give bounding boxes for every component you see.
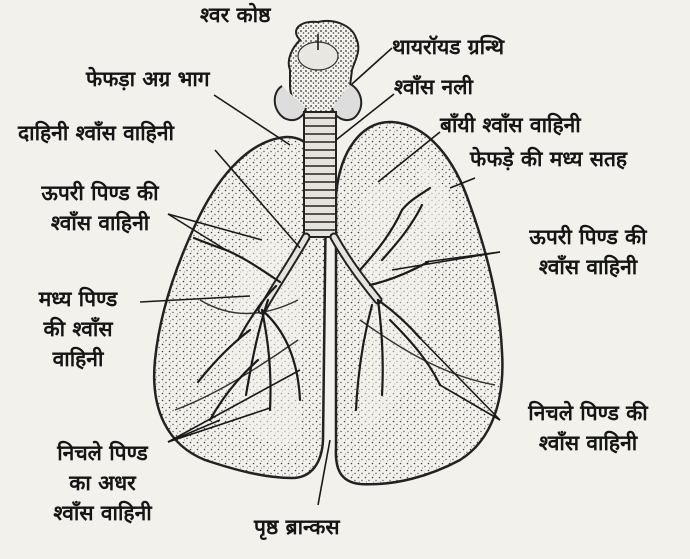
posterior-bronchus-label: पृष्ठ ब्रान्कस	[254, 512, 340, 542]
middle-lobe-bronchus-line-2: की श्वाँस	[8, 314, 148, 344]
middle-lobe-bronchus-label: मध्य पिण्ड की श्वाँस वाहिनी	[8, 284, 148, 374]
thyroid-gland-label: थायरॉयड ग्रन्थि	[392, 32, 504, 62]
right-upper-lobe-bronchus-line-1: ऊपरी पिण्ड की	[10, 178, 190, 208]
right-bronchus-label: दाहिनी श्वाँस वाहिनी	[18, 118, 174, 148]
left-lower-lobe-bronchus-line-1: निचले पिण्ड की	[498, 398, 678, 428]
right-lower-lobe-bronchus-label: निचले पिण्ड का अधर श्वाँस वाहिनी	[20, 438, 185, 528]
left-upper-lobe-bronchus-line-1: ऊपरी पिण्ड की	[498, 222, 678, 252]
left-upper-lobe-bronchus-label: ऊपरी पिण्ड की श्वाँस वाहिनी	[498, 222, 678, 282]
middle-lobe-bronchus-line-3: वाहिनी	[8, 344, 148, 374]
left-bronchus-label: बाँयी श्वाँस वाहिनी	[440, 110, 581, 140]
mediastinal-surface-label: फेफड़े की मध्य सतह	[470, 144, 627, 174]
right-upper-lobe-bronchus-line-2: श्वाँस वाहिनी	[10, 208, 190, 238]
right-lower-lobe-bronchus-line-3: श्वाँस वाहिनी	[20, 498, 185, 528]
trachea-label: श्वाँस नली	[394, 72, 473, 102]
right-upper-lobe-bronchus-label: ऊपरी पिण्ड की श्वाँस वाहिनी	[10, 178, 190, 238]
left-upper-lobe-bronchus-line-2: श्वाँस वाहिनी	[498, 252, 678, 282]
larynx-label: श्वर कोष्ठ	[200, 0, 270, 30]
right-lower-lobe-bronchus-line-2: का अधर	[20, 468, 185, 498]
right-lower-lobe-bronchus-line-1: निचले पिण्ड	[20, 438, 185, 468]
lung-apex-label: फेफड़ा अग्र भाग	[86, 64, 210, 94]
left-lower-lobe-bronchus-line-2: श्वाँस वाहिनी	[498, 428, 678, 458]
middle-lobe-bronchus-line-1: मध्य पिण्ड	[8, 284, 148, 314]
left-lower-lobe-bronchus-label: निचले पिण्ड की श्वाँस वाहिनी	[498, 398, 678, 458]
